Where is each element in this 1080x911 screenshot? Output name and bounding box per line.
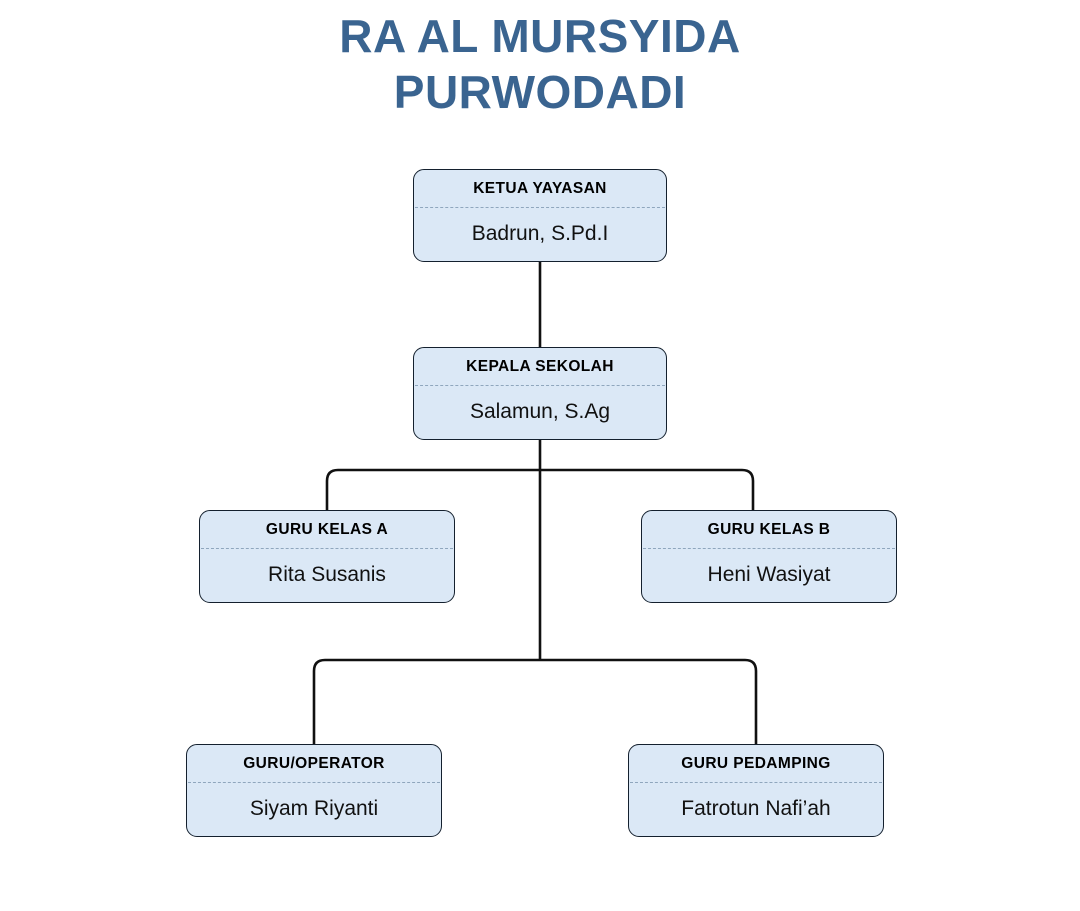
org-node-name: Rita Susanis xyxy=(268,562,386,586)
node-divider xyxy=(415,385,665,386)
org-node-guru-kelas-b[interactable]: GURU KELAS B Heni Wasiyat xyxy=(641,510,897,603)
org-node-guru-operator[interactable]: GURU/OPERATOR Siyam Riyanti xyxy=(186,744,442,837)
connector-level4-bar xyxy=(312,658,758,744)
node-divider xyxy=(415,207,665,208)
node-divider xyxy=(630,782,882,783)
node-divider xyxy=(201,548,453,549)
org-node-position: GURU KELAS B xyxy=(707,520,831,538)
org-node-ketua-yayasan[interactable]: KETUA YAYASAN Badrun, S.Pd.I xyxy=(413,169,667,262)
org-node-name: Badrun, S.Pd.I xyxy=(471,221,609,245)
node-divider xyxy=(188,782,440,783)
org-node-name: Fatrotun Nafi’ah xyxy=(681,796,831,820)
org-node-position: GURU PEDAMPING xyxy=(681,754,831,772)
org-node-position: KETUA YAYASAN xyxy=(473,179,607,197)
connector-level3-bar xyxy=(325,468,755,510)
org-node-kepala-sekolah[interactable]: KEPALA SEKOLAH Salamun, S.Ag xyxy=(413,347,667,440)
org-node-position: GURU KELAS A xyxy=(265,520,389,538)
org-node-position: KEPALA SEKOLAH xyxy=(466,357,614,375)
org-node-guru-kelas-a[interactable]: GURU KELAS A Rita Susanis xyxy=(199,510,455,603)
org-node-name: Salamun, S.Ag xyxy=(469,399,611,423)
org-node-name: Heni Wasiyat xyxy=(707,562,831,586)
org-node-position: GURU/OPERATOR xyxy=(243,754,385,772)
page-title: RA AL MURSYIDA PURWODADI xyxy=(339,10,741,119)
node-divider xyxy=(643,548,895,549)
org-node-name: Siyam Riyanti xyxy=(249,796,379,820)
org-node-guru-pedamping[interactable]: GURU PEDAMPING Fatrotun Nafi’ah xyxy=(628,744,884,837)
